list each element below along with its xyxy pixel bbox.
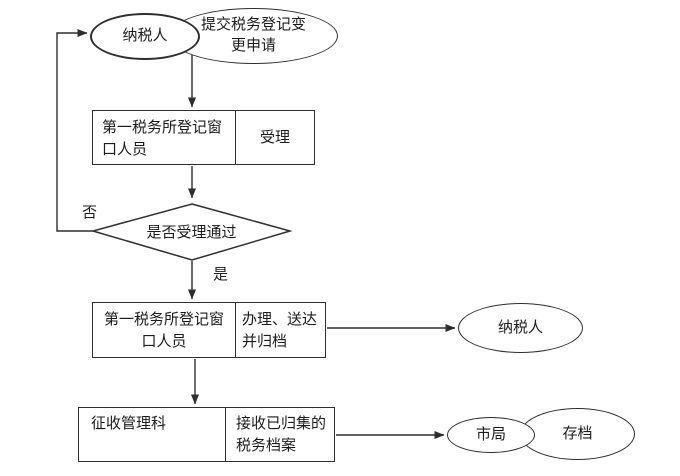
decision-no-label: 否	[82, 205, 98, 221]
box-processing: 第一税务所登记窗口人员 办理、送达并归档	[92, 302, 326, 358]
submit-application-label: 提交税务登记变更申请	[200, 17, 306, 54]
decision-node: 是否受理通过	[93, 203, 290, 260]
collection-actor-label: 征收管理科	[91, 416, 167, 432]
collection-action-label: 接收已归集的税务档案	[236, 416, 327, 454]
reception-actor-label: 第一税务所登记窗口人员	[102, 120, 223, 158]
collection-action-cell: 接收已归集的税务档案	[226, 408, 334, 461]
ellipse-submit-application: 提交税务登记变更申请	[169, 8, 338, 64]
processing-actor-label: 第一税务所登记窗口人员	[103, 312, 224, 350]
reception-action-cell: 受理	[236, 111, 314, 164]
processing-action-label: 办理、送达并归档	[242, 312, 318, 350]
taxpayer-result-label: 纳税人	[497, 319, 543, 336]
ellipse-archive: 存档	[520, 408, 635, 460]
archive-label: 存档	[562, 425, 593, 442]
decision-diamond-shape	[90, 203, 293, 261]
ellipse-city-bureau: 市局	[447, 417, 535, 453]
edge-decision-no-to-taxpayer	[56, 29, 93, 232]
taxpayer-start-label: 纳税人	[122, 28, 168, 44]
reception-actor-cell: 第一税务所登记窗口人员	[93, 111, 236, 164]
ellipse-taxpayer-start: 纳税人	[90, 13, 200, 60]
collection-actor-cell: 征收管理科	[79, 408, 226, 461]
decision-label: 是否受理通过	[146, 225, 237, 241]
city-bureau-label: 市局	[475, 426, 506, 443]
reception-action-label: 受理	[259, 129, 290, 146]
processing-action-cell: 办理、送达并归档	[236, 303, 325, 357]
decision-yes-label: 是	[213, 267, 229, 283]
box-collection: 征收管理科 接收已归集的税务档案	[78, 407, 335, 462]
processing-actor-cell: 第一税务所登记窗口人员	[93, 303, 236, 357]
box-reception: 第一税务所登记窗口人员 受理	[92, 110, 315, 165]
ellipse-taxpayer-result: 纳税人	[458, 303, 583, 353]
